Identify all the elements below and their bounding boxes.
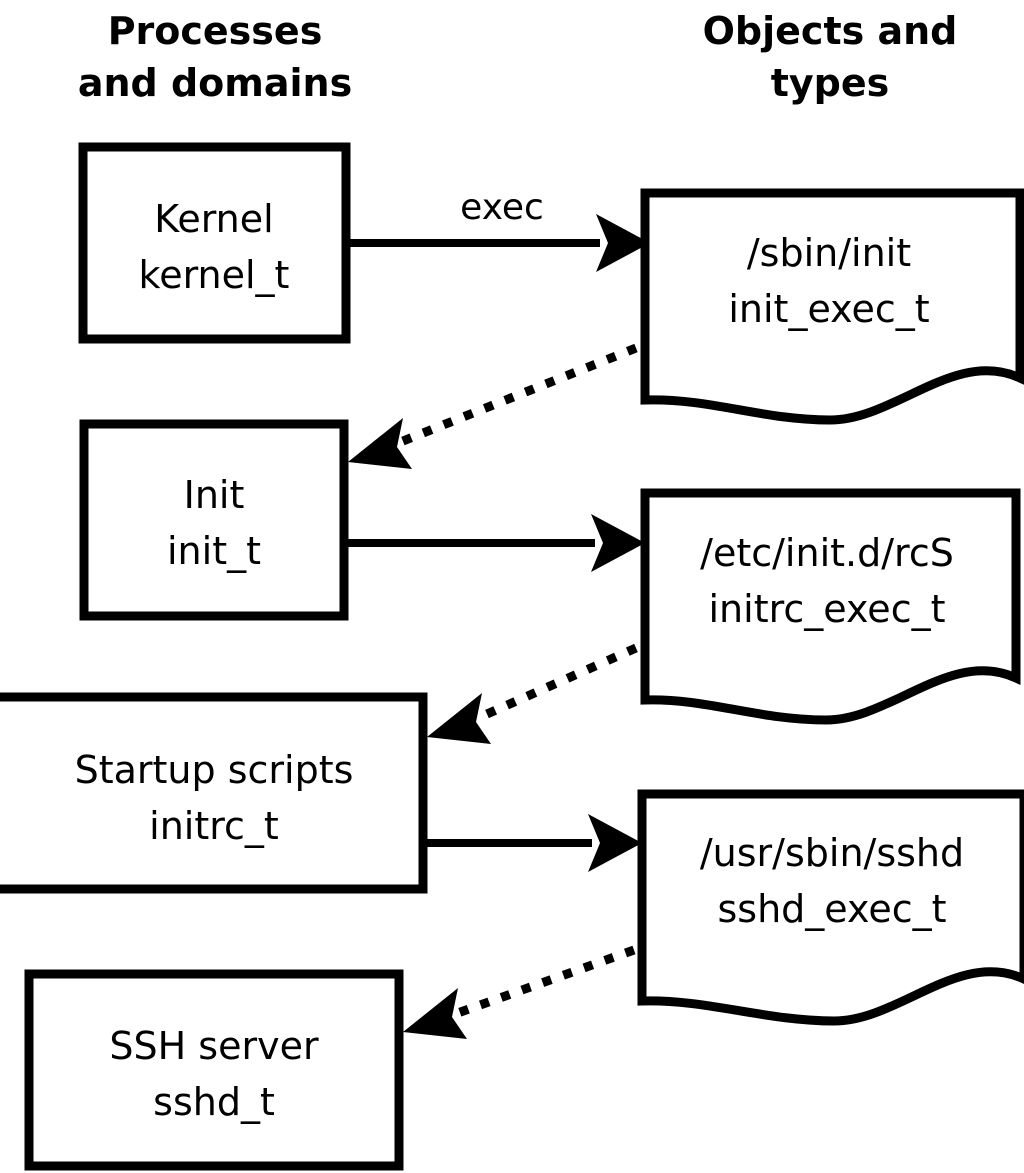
- node-etc-initd-rcs-document-shape[interactable]: [640, 488, 1021, 725]
- node-kernel-line2: kernel_t: [139, 253, 290, 297]
- node-sbin-init-line2: init_exec_t: [728, 287, 929, 331]
- arrow-head-icon: [588, 814, 642, 872]
- node-usr-sbin-sshd-line2: sshd_exec_t: [717, 887, 946, 931]
- node-ssh-server-box[interactable]: [24, 969, 404, 1171]
- node-init-box[interactable]: [79, 419, 349, 621]
- edge-line: [476, 643, 638, 723]
- node-usr-sbin-sshd-line1: /usr/sbin/sshd: [700, 831, 964, 875]
- node-kernel-box[interactable]: [78, 142, 351, 344]
- node-ssh-server-line2: sshd_t: [153, 1080, 275, 1124]
- arrow-head-icon: [591, 514, 645, 572]
- column-title-objects: Objects and types: [703, 9, 958, 105]
- node-startup-scripts-line1: Startup scripts: [75, 748, 354, 792]
- node-ssh-server[interactable]: SSH server sshd_t: [24, 969, 404, 1171]
- node-init-line2: init_t: [167, 529, 261, 573]
- column-title-processes-line1: Processes: [108, 9, 323, 53]
- arrow-head-icon: [348, 418, 412, 469]
- column-title-objects-line2: types: [771, 61, 890, 105]
- node-init-line1: Init: [184, 473, 245, 517]
- edge-init-exec-initrc-exec: [348, 514, 645, 572]
- arrow-head-icon: [427, 693, 491, 744]
- node-kernel-line1: Kernel: [154, 197, 273, 241]
- edge-initrc-exec-sshd-exec: [427, 814, 642, 872]
- edge-initrc-exec-transition-initrc: [427, 643, 638, 744]
- node-etc-initd-rcs-line1: /etc/init.d/rcS: [700, 531, 954, 575]
- node-etc-initd-rcs[interactable]: /etc/init.d/rcS initrc_exec_t: [640, 488, 1021, 725]
- column-title-objects-line1: Objects and: [703, 9, 958, 53]
- node-startup-scripts-line2: initrc_t: [149, 804, 279, 848]
- edge-sshd-exec-transition-sshd: [403, 945, 636, 1039]
- edge-line: [396, 343, 638, 448]
- edge-label-exec: exec: [460, 187, 544, 228]
- node-kernel[interactable]: Kernel kernel_t: [78, 142, 351, 344]
- arrow-head-icon: [403, 988, 467, 1039]
- node-startup-scripts-box[interactable]: [0, 692, 428, 894]
- edge-init-exec-transition-init: [348, 343, 638, 469]
- column-title-processes-line2: and domains: [78, 61, 352, 105]
- node-sbin-init-document-shape[interactable]: [640, 188, 1024, 425]
- node-usr-sbin-sshd-document-shape[interactable]: [637, 789, 1024, 1026]
- edge-line: [453, 945, 636, 1019]
- node-ssh-server-line1: SSH server: [109, 1024, 319, 1068]
- node-init[interactable]: Init init_t: [79, 419, 349, 621]
- node-etc-initd-rcs-line2: initrc_exec_t: [709, 587, 946, 631]
- node-startup-scripts[interactable]: Startup scripts initrc_t: [0, 692, 428, 894]
- node-usr-sbin-sshd[interactable]: /usr/sbin/sshd sshd_exec_t: [637, 789, 1024, 1026]
- node-sbin-init-line1: /sbin/init: [747, 231, 911, 275]
- column-title-processes: Processes and domains: [78, 9, 352, 105]
- edge-kernel-exec-init-exec: exec: [350, 187, 650, 272]
- arrow-head-icon: [596, 214, 650, 272]
- node-sbin-init[interactable]: /sbin/init init_exec_t: [640, 188, 1024, 425]
